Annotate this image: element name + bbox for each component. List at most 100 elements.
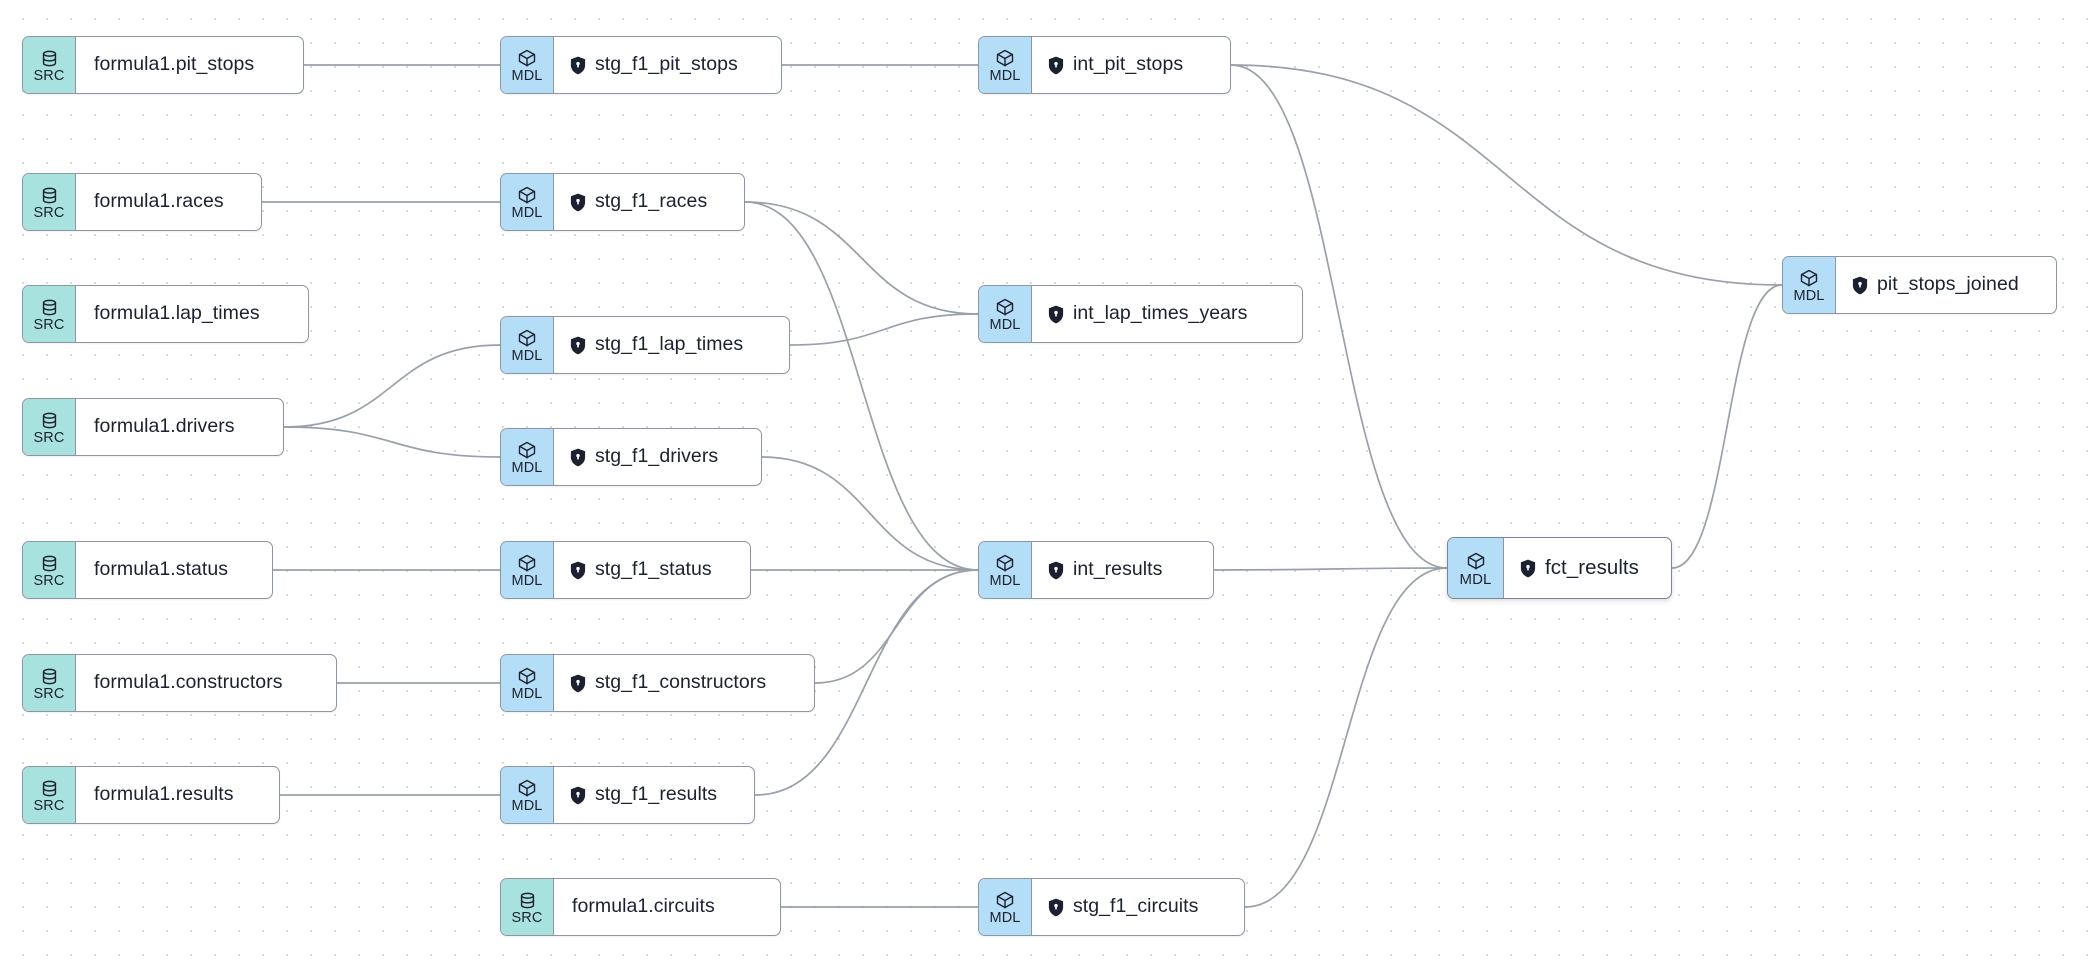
lineage-edge-fct_results-to-pit_stops_joined <box>1671 284 1783 569</box>
shield-icon <box>570 336 586 355</box>
node-body: stg_f1_lap_times <box>554 317 789 373</box>
lineage-node-int_results[interactable]: MDL int_results <box>978 541 1214 599</box>
lineage-node-stg_constructors[interactable]: MDL stg_f1_constructors <box>500 654 815 712</box>
node-label: stg_f1_constructors <box>595 671 767 694</box>
database-icon <box>40 411 59 430</box>
shield-icon <box>1048 305 1064 324</box>
badge-label: SRC <box>33 204 65 221</box>
shield-icon <box>1048 561 1064 580</box>
badge-label: MDL <box>989 68 1021 85</box>
node-body: stg_f1_pit_stops <box>554 37 781 93</box>
lineage-node-src_drivers[interactable]: SRC formula1.drivers <box>22 398 284 456</box>
badge-label: MDL <box>511 686 543 703</box>
lineage-edge-src_drivers-to-stg_lap_times <box>283 344 501 428</box>
shield-icon <box>570 448 586 467</box>
badge-label: MDL <box>1793 288 1825 305</box>
node-label: formula1.circuits <box>572 895 715 918</box>
mdl-badge: MDL <box>501 655 554 711</box>
lineage-edge-stg_races-to-int_results <box>744 201 979 571</box>
lineage-node-src_races[interactable]: SRC formula1.races <box>22 173 262 231</box>
mdl-badge: MDL <box>979 542 1032 598</box>
shield-icon <box>570 674 586 693</box>
badge-label: SRC <box>33 67 65 84</box>
node-label: stg_f1_lap_times <box>595 333 744 356</box>
node-body: formula1.status <box>76 542 272 598</box>
mdl-badge: MDL <box>501 174 554 230</box>
node-body: int_lap_times_years <box>1032 286 1302 342</box>
cube-icon <box>517 778 537 798</box>
src-badge: SRC <box>23 174 76 230</box>
database-icon <box>40 186 59 205</box>
shield-icon <box>570 193 586 212</box>
lineage-node-stg_results[interactable]: MDL stg_f1_results <box>500 766 755 824</box>
badge-label: MDL <box>511 573 543 590</box>
src-badge: SRC <box>23 37 76 93</box>
cube-icon <box>995 890 1015 910</box>
node-label: fct_results <box>1545 555 1639 579</box>
node-label: stg_f1_results <box>595 783 718 806</box>
node-body: int_results <box>1032 542 1213 598</box>
node-label: stg_f1_races <box>595 190 708 213</box>
database-icon <box>40 554 59 573</box>
database-icon <box>518 891 537 910</box>
lineage-node-stg_status[interactable]: MDL stg_f1_status <box>500 541 751 599</box>
database-icon <box>40 667 59 686</box>
badge-label: MDL <box>511 348 543 365</box>
node-body: formula1.pit_stops <box>76 37 303 93</box>
mdl-badge: MDL <box>979 37 1032 93</box>
badge-label: SRC <box>33 685 65 702</box>
node-body: stg_f1_results <box>554 767 754 823</box>
node-label: formula1.drivers <box>94 415 235 438</box>
mdl-badge: MDL <box>501 767 554 823</box>
cube-icon <box>517 666 537 686</box>
mdl-badge: MDL <box>979 286 1032 342</box>
badge-label: MDL <box>511 798 543 815</box>
lineage-node-stg_races[interactable]: MDL stg_f1_races <box>500 173 745 231</box>
node-body: formula1.constructors <box>76 655 336 711</box>
node-label: formula1.races <box>94 190 224 213</box>
src-badge: SRC <box>23 286 76 342</box>
lineage-edge-int_pit_stops-to-pit_stops_joined <box>1230 64 1783 286</box>
mdl-badge: MDL <box>979 879 1032 935</box>
node-label: int_results <box>1073 558 1163 581</box>
src-badge: SRC <box>501 879 554 935</box>
src-badge: SRC <box>23 399 76 455</box>
cube-icon <box>995 553 1015 573</box>
node-body: stg_f1_drivers <box>554 429 761 485</box>
lineage-node-pit_stops_joined[interactable]: MDL pit_stops_joined <box>1782 256 2057 314</box>
lineage-node-src_circuits[interactable]: SRC formula1.circuits <box>500 878 781 936</box>
lineage-node-src_constructors[interactable]: SRC formula1.constructors <box>22 654 337 712</box>
node-body: formula1.races <box>76 174 261 230</box>
node-body: pit_stops_joined <box>1836 257 2056 313</box>
src-badge: SRC <box>23 767 76 823</box>
mdl-badge: MDL <box>501 542 554 598</box>
database-icon <box>40 49 59 68</box>
cube-icon <box>1799 268 1819 288</box>
node-body: stg_f1_constructors <box>554 655 814 711</box>
lineage-node-src_pit_stops[interactable]: SRC formula1.pit_stops <box>22 36 304 94</box>
badge-label: MDL <box>511 205 543 222</box>
cube-icon <box>517 328 537 348</box>
node-body: stg_f1_status <box>554 542 750 598</box>
shield-icon <box>1520 559 1536 578</box>
node-label: stg_f1_drivers <box>595 445 719 468</box>
lineage-node-stg_lap_times[interactable]: MDL stg_f1_lap_times <box>500 316 790 374</box>
badge-label: MDL <box>989 573 1021 590</box>
cube-icon <box>995 297 1015 317</box>
lineage-edge-stg_constructors-to-int_results <box>814 569 979 684</box>
node-body: formula1.drivers <box>76 399 283 455</box>
mdl-badge: MDL <box>501 37 554 93</box>
node-body: stg_f1_races <box>554 174 744 230</box>
badge-label: MDL <box>989 910 1021 927</box>
